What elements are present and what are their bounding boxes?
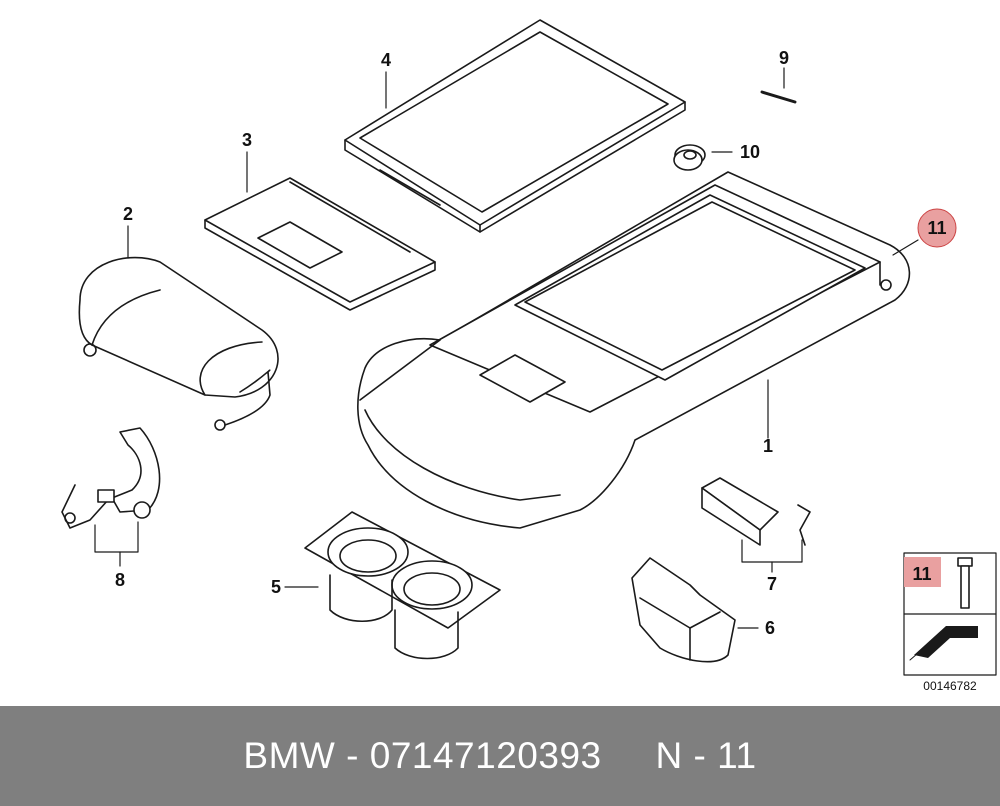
callout-9: 9: [779, 48, 789, 68]
callout-4: 4: [381, 50, 391, 70]
diagram-code: 00146782: [923, 679, 977, 693]
footer-gap: [602, 735, 656, 776]
part-8-hinge-set: [61, 427, 161, 529]
callout-11: 11: [927, 218, 946, 238]
callout-1: 1: [763, 436, 773, 456]
direction-arrow-icon: [914, 626, 978, 658]
callout-7: 7: [767, 574, 777, 594]
part-7-latch-set: [701, 477, 811, 546]
footer-separator-2: -: [682, 735, 718, 776]
part-4-lid-frame: [344, 19, 686, 233]
legend-part-label: 11: [912, 564, 931, 584]
footer-separator: -: [335, 735, 370, 776]
part-10-grommet: [673, 144, 706, 171]
callout-5: 5: [271, 577, 281, 597]
leader-lines: [94, 67, 919, 629]
callout-8: 8: [115, 570, 125, 590]
callout-3: 3: [242, 130, 252, 150]
footer-ref-number: 11: [717, 735, 757, 776]
part-2-armrest-cushion: [78, 256, 279, 431]
part-5-cup-holder: [304, 511, 501, 660]
callout-2: 2: [123, 204, 133, 224]
footer-part-number: 07147120393: [369, 735, 602, 776]
callout-6: 6: [765, 618, 775, 638]
footer-ref-prefix: N: [655, 735, 683, 776]
legend-box: [903, 552, 997, 676]
footer-caption: BMW - 07147120393 N - 11: [243, 735, 756, 777]
part-11-highlight-circle: [917, 208, 957, 248]
part-6-insert-bin: [631, 557, 736, 663]
footer-bar: BMW - 07147120393 N - 11: [0, 706, 1000, 806]
part-9-pin: [760, 90, 797, 104]
callout-10: 10: [740, 142, 760, 162]
legend-highlight: [904, 557, 941, 587]
footer-brand: BMW: [243, 735, 336, 776]
part-1-console-housing: [357, 171, 911, 529]
part-3-tray-plate: [204, 177, 436, 311]
